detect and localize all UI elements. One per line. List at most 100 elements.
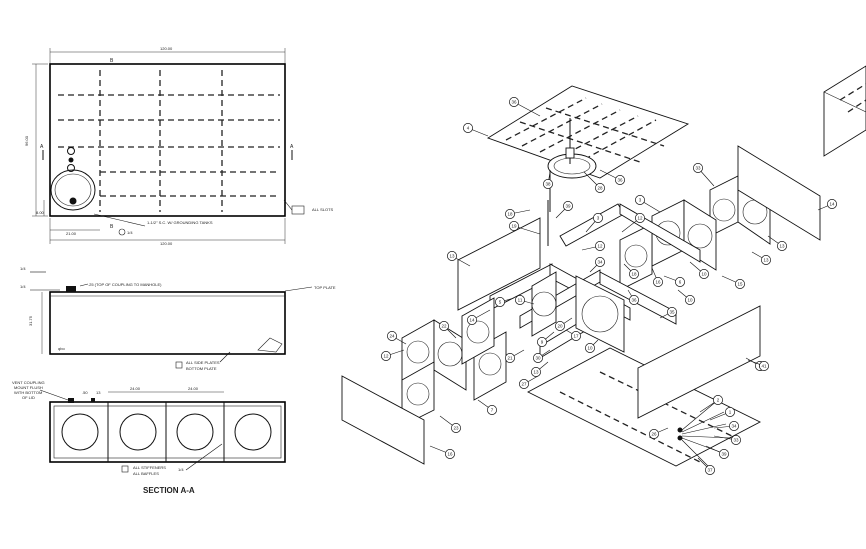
balloon-23: 10 [677, 289, 695, 305]
section-vent-note-2: MOUNT FLUSH [14, 385, 43, 390]
plan-dim-offset: 21.00 [66, 231, 77, 236]
balloon-number: 37 [707, 468, 713, 473]
balloon-circle [381, 351, 391, 361]
balloon-47: 34 [713, 421, 739, 431]
balloon-45: 2 [699, 395, 723, 413]
balloon-number: 38 [545, 182, 551, 187]
balloon-circle [533, 353, 543, 363]
balloon-callouts: 3642836383183919312123313141315101816343… [381, 97, 837, 475]
balloon-30: 22 [439, 321, 457, 339]
balloon-circle [699, 269, 709, 279]
balloon-number: 11 [518, 298, 523, 303]
balloon-8: 39 [555, 201, 573, 219]
plan-callout-c: 1/4 [127, 230, 133, 235]
balloon-42: 10 [585, 339, 599, 353]
balloon-number: 13 [533, 370, 539, 375]
balloon-5: 38 [543, 171, 553, 189]
balloon-number: 22 [441, 324, 447, 329]
balloon-circle [713, 395, 723, 405]
section-note-stiffeners: ALL STIFFENERS [133, 465, 166, 470]
balloon-circle [777, 241, 787, 251]
balloon-43: 9 [537, 331, 555, 347]
balloon-circle [629, 295, 639, 305]
balloon-1: 36 [509, 97, 541, 117]
balloon-circle [685, 295, 695, 305]
balloon-number: 28 [597, 186, 603, 191]
balloon-52: 41 [747, 359, 769, 371]
balloon-39: 6 [663, 275, 685, 287]
balloon-17: 15 [721, 275, 745, 289]
balloon-number: 35 [669, 310, 675, 315]
balloon-33: 13 [531, 361, 549, 377]
balloon-22: 36 [627, 289, 639, 305]
section-baffle-hole-3 [176, 413, 214, 451]
balloon-3: 28 [583, 171, 605, 193]
balloon-27: 13 [447, 251, 471, 267]
balloon-circle [675, 277, 685, 287]
balloon-circle [531, 367, 541, 377]
balloon-circle [719, 449, 729, 459]
balloon-28: 12 [381, 349, 405, 361]
balloon-number: 14 [829, 202, 835, 207]
plan-view: 120.00 B B 96.00 8.00 A A [24, 46, 334, 246]
balloon-circle [505, 353, 515, 363]
balloon-number: 33 [733, 438, 739, 443]
exploded-front-plate [637, 305, 761, 419]
elev-side-dim: 31.75 [28, 315, 33, 326]
balloon-number: 10 [687, 298, 693, 303]
balloon-36: 23 [439, 415, 461, 433]
balloon-circle [387, 331, 397, 341]
balloon-circle [543, 179, 553, 189]
balloon-number: 16 [447, 452, 453, 457]
balloon-number: 20 [557, 324, 563, 329]
balloon-16: 13 [751, 251, 771, 265]
balloon-circle [515, 295, 525, 305]
balloon-circle [667, 307, 677, 317]
plan-dim-length-bottom: 120.00 [160, 241, 173, 246]
exploded-baffle-center [575, 275, 625, 353]
balloon-number: 19 [511, 224, 517, 229]
balloon-21: 34 [589, 257, 605, 273]
balloon-number: 13 [763, 258, 769, 263]
plan-grounding-note: 1-1/2" S.C. W/ GROUNDING TANKS [147, 220, 213, 225]
balloon-29: 24 [387, 331, 407, 345]
balloon-number: 36 [617, 178, 623, 183]
balloon-circle [653, 277, 663, 287]
balloon-number: 15 [737, 282, 743, 287]
exploded-view [341, 65, 866, 469]
balloon-number: 3 [597, 216, 600, 221]
balloon-13: 33 [693, 163, 715, 187]
balloon-circle [731, 435, 741, 445]
balloon-number: 10 [701, 272, 707, 277]
plan-coupling-2 [67, 164, 75, 172]
balloon-number: 6 [679, 280, 682, 285]
balloon-circle [463, 123, 473, 133]
balloon-12: 12 [621, 213, 645, 233]
balloon-circle [759, 361, 769, 371]
plan-dim-length: 120.00 [160, 46, 173, 51]
balloon-number: 4 [467, 126, 470, 131]
balloon-circle [555, 321, 565, 331]
balloon-circle [595, 257, 605, 267]
balloon-48: 33 [713, 435, 741, 445]
balloon-46: 1 [709, 407, 735, 421]
elev-note-side-plates: ALL SIDE PLATES [186, 360, 220, 365]
balloon-10: 3 [585, 213, 603, 233]
elev-weld-2: 1/4 [20, 284, 26, 289]
balloon-circle [495, 297, 505, 307]
balloon-14: 13 [767, 235, 787, 251]
balloon-number: 7 [491, 408, 494, 413]
section-vent-note-1: VENT COUPLING [12, 380, 45, 385]
balloon-31: 17 [565, 329, 581, 341]
plan-dim-short: 8.00 [36, 210, 45, 215]
section-dim-small-2: 13 [96, 390, 101, 395]
elev-weld-1: 1/4 [20, 266, 26, 271]
balloon-number: 30 [535, 356, 541, 361]
balloon-number: 17 [573, 334, 579, 339]
section-baffle-hole-1 [61, 413, 99, 451]
balloon-circle [509, 97, 519, 107]
balloon-number: 39 [721, 452, 727, 457]
balloon-26: 11 [515, 295, 535, 305]
balloon-35: 27 [519, 375, 539, 389]
